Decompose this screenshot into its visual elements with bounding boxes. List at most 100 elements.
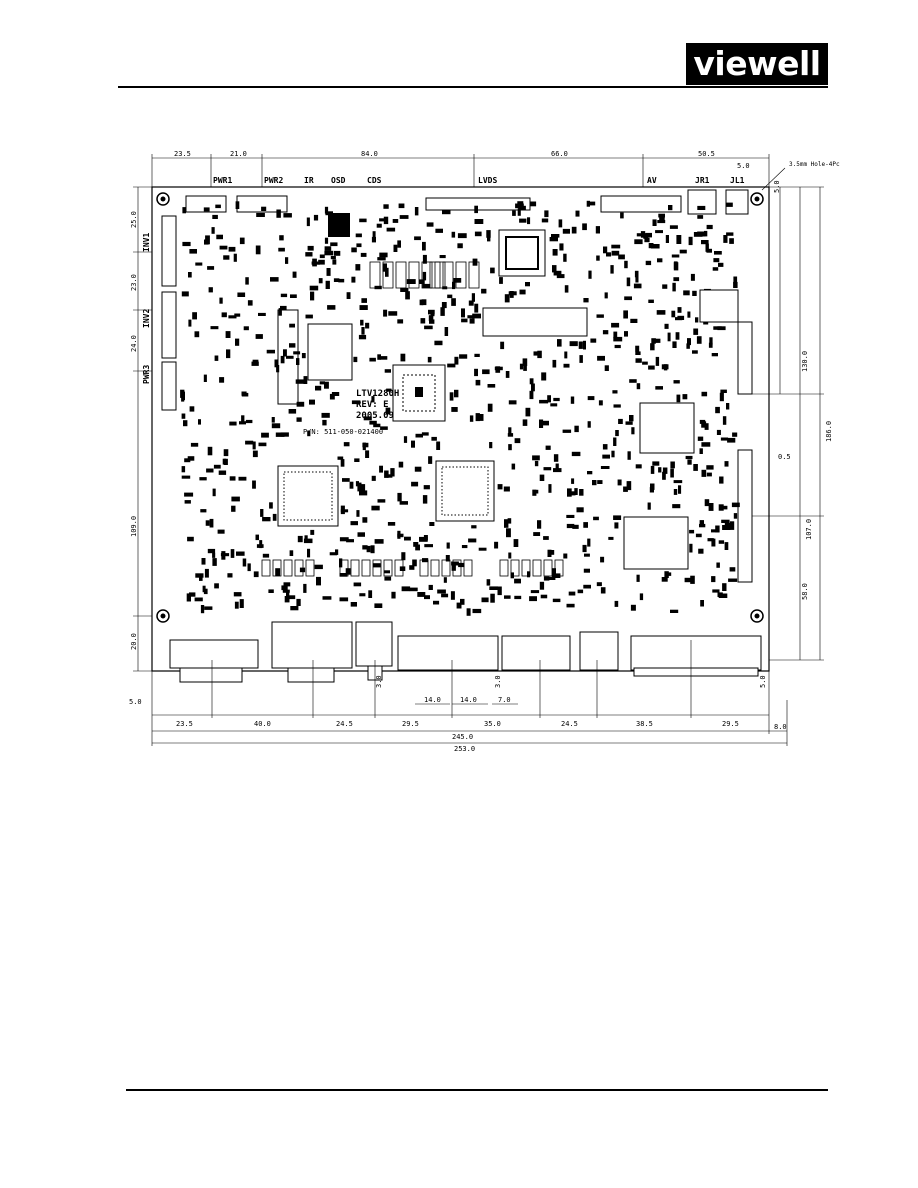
smd-component (724, 542, 729, 550)
smd-component (330, 242, 338, 247)
smd-component (533, 532, 541, 536)
smd-component (415, 433, 423, 438)
smd-component (514, 438, 521, 444)
smd-component (454, 356, 459, 365)
smd-component (645, 232, 652, 238)
smd-component (613, 336, 623, 342)
smd-component (635, 358, 642, 363)
smd-component (706, 248, 712, 253)
ic-package (455, 261, 467, 289)
smd-component (648, 365, 655, 370)
dim-bottom-left-offset: 5.0 (129, 698, 142, 706)
smd-component (692, 290, 697, 296)
smd-component (385, 407, 391, 415)
smd-component (322, 596, 332, 600)
ic-package (272, 559, 282, 577)
ic-package (382, 261, 394, 289)
smd-component (276, 209, 281, 218)
smd-component (230, 549, 235, 558)
fpc-connector (482, 307, 588, 337)
smd-component (618, 418, 623, 424)
dip-socket (277, 309, 299, 405)
smd-component (453, 278, 462, 283)
smd-component (504, 595, 511, 599)
smd-component (447, 294, 453, 299)
smd-component (713, 258, 720, 263)
smd-component (286, 355, 294, 359)
smd-component (356, 510, 360, 517)
dim-top-3: 84.0 (361, 150, 378, 158)
smd-component (566, 523, 575, 529)
smd-component (490, 267, 495, 274)
smd-component (324, 250, 334, 256)
smd-component (466, 608, 471, 616)
smd-component (611, 322, 620, 328)
smd-component (673, 380, 680, 384)
smd-component (388, 311, 398, 316)
smd-component (728, 578, 738, 582)
smd-component (461, 308, 465, 318)
smd-component (199, 575, 203, 581)
smd-component (482, 369, 490, 375)
pwr1-connector (185, 195, 227, 213)
smd-component (587, 396, 595, 401)
smd-component (672, 341, 677, 348)
label-inv2: INV2 (142, 309, 151, 328)
smd-component (701, 421, 707, 428)
smd-component (181, 466, 186, 473)
smd-component (369, 420, 377, 425)
scart-connector (630, 635, 762, 671)
smd-component (189, 249, 197, 254)
smd-component (342, 478, 350, 482)
board-model: LTV1280H (356, 389, 399, 399)
smd-component (376, 223, 382, 228)
smd-component (414, 207, 419, 216)
dim-right-small-1: 0.5 (778, 453, 791, 461)
smd-component (189, 406, 195, 412)
smd-component (424, 595, 430, 600)
smd-component (657, 220, 666, 224)
board-rev: REV: E (356, 400, 389, 410)
smd-component (397, 533, 404, 538)
ic-package (521, 559, 531, 577)
smd-component (479, 414, 484, 421)
smd-component (486, 230, 491, 238)
smd-component (474, 219, 484, 224)
smd-component (664, 571, 669, 578)
smd-component (401, 552, 406, 561)
smd-component (547, 395, 551, 403)
smd-component (422, 495, 428, 504)
smd-component (544, 210, 549, 218)
smd-component (608, 536, 614, 540)
smd-component (194, 597, 203, 602)
smd-component (514, 578, 521, 584)
smd-component (431, 436, 437, 441)
smd-component (636, 233, 643, 237)
pwr3-connector (161, 361, 177, 411)
smd-component (697, 231, 706, 237)
smd-component (726, 232, 734, 236)
smd-component (286, 590, 290, 600)
ic-package (543, 559, 553, 577)
smd-component (539, 474, 545, 481)
smd-component (182, 207, 186, 214)
bga-chip-right (435, 460, 495, 522)
smd-component (404, 536, 411, 541)
smd-component (269, 502, 273, 509)
smd-component (331, 392, 340, 396)
smd-component (437, 589, 446, 594)
smd-component (377, 257, 386, 261)
smd-component (617, 479, 622, 486)
smd-component (540, 594, 548, 599)
smd-component (714, 251, 722, 255)
dim-top-1: 23.5 (174, 150, 191, 158)
smd-component (358, 334, 367, 340)
smd-component (670, 609, 679, 613)
smd-component (701, 240, 709, 245)
dim-right-corner: 5.0 (773, 180, 781, 193)
smd-component (422, 271, 427, 281)
smd-component (579, 355, 583, 363)
smd-component (472, 608, 482, 614)
smd-component (509, 291, 514, 298)
smd-component (296, 417, 302, 422)
